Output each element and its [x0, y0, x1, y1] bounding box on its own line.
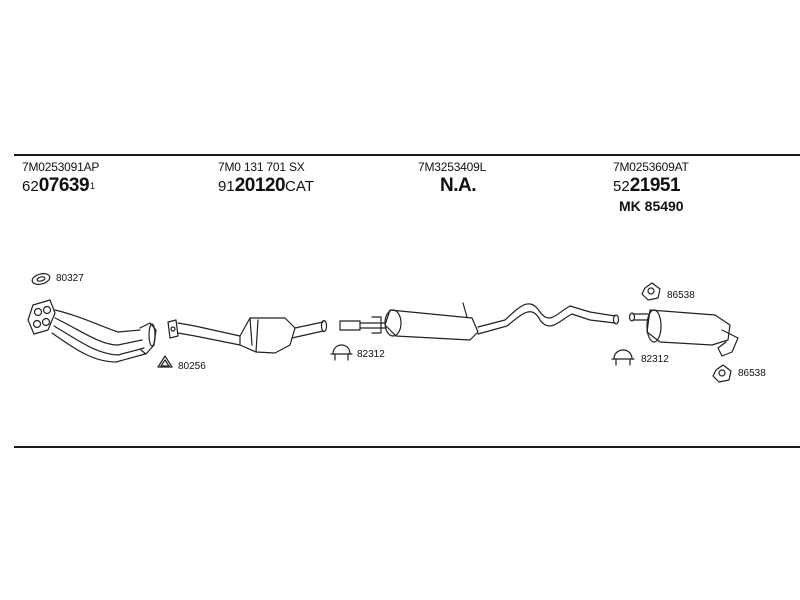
part-code: 20120 — [234, 175, 286, 196]
front-pipe-icon — [27, 299, 157, 363]
callout-pipe-clamp: 82312 — [641, 354, 669, 365]
pipe-clamp-icon — [330, 344, 353, 361]
part-number: 9120120CAT — [218, 175, 314, 196]
mounting-kit-number: MK 85490 — [619, 198, 684, 214]
part-code: N.A. — [440, 175, 477, 196]
pipe-clamp-icon — [611, 349, 635, 366]
oe-number: 7M0253091AP — [22, 160, 100, 174]
part-number: 5221951 — [613, 175, 689, 196]
oe-number: 7M3253409L — [418, 160, 487, 174]
catalyst-column: 7M0 131 701 SX 9120120CAT — [218, 160, 314, 196]
top-divider — [14, 154, 800, 156]
rear-silencer-column: 7M0253609AT 5221951 MK 85490 — [613, 160, 689, 214]
front-pipe-column: 7M0253091AP 62076391 — [22, 160, 99, 196]
part-prefix: 91 — [218, 178, 235, 195]
catalytic-converter-icon — [167, 317, 328, 354]
flange-clamp-icon — [157, 355, 173, 368]
callout-pipe-clamp: 82312 — [357, 349, 385, 360]
part-prefix: 52 — [613, 178, 630, 195]
oe-number: 7M0 131 701 SX — [218, 160, 305, 174]
part-prefix: 62 — [22, 178, 39, 195]
callout-rubber-mount: 86538 — [667, 290, 695, 301]
callout-flange-clamp: 80256 — [178, 361, 206, 372]
gasket-icon — [31, 273, 51, 285]
part-number: N.A. — [440, 175, 486, 196]
part-number: 62076391 — [22, 175, 99, 196]
rear-silencer-icon — [628, 309, 739, 357]
oe-number: 7M0253609AT — [613, 160, 689, 174]
part-suffix: CAT — [285, 178, 314, 195]
part-code: 07639 — [38, 175, 90, 196]
rubber-mount-icon — [712, 364, 732, 383]
callout-gasket: 80327 — [56, 273, 84, 284]
part-suffix: 1 — [90, 181, 96, 191]
part-code: 21951 — [629, 175, 681, 196]
rubber-mount-icon — [641, 282, 661, 301]
middle-silencer-icon — [339, 302, 620, 341]
bottom-divider — [14, 446, 800, 448]
middle-silencer-column: 7M3253409L N.A. — [418, 160, 486, 196]
callout-rubber-mount: 86538 — [738, 368, 766, 379]
